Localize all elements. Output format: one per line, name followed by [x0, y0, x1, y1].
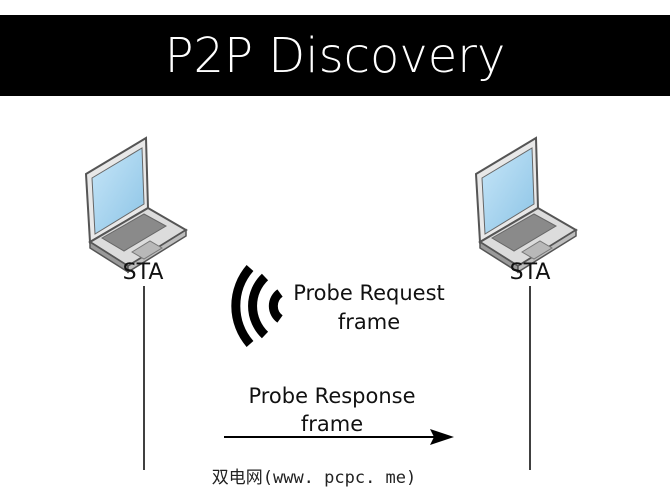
probe-request-label-line1: Probe Request — [293, 281, 445, 305]
page-title: P2P Discovery — [165, 28, 506, 84]
watermark: 双电网(www. pcpc. me) — [212, 468, 417, 488]
probe-response-label-line1: Probe Response — [248, 384, 415, 408]
left-laptop-icon — [85, 137, 187, 273]
wireless-signal-icon — [231, 265, 283, 347]
probe-response-label-line2: frame — [301, 412, 363, 436]
left-sta-label: STA — [123, 260, 164, 285]
right-laptop-icon — [475, 137, 577, 273]
probe-request-label-line2: frame — [338, 310, 400, 334]
title-bar — [0, 15, 670, 96]
right-sta-label: STA — [510, 260, 551, 285]
probe-response-arrow — [224, 429, 454, 445]
